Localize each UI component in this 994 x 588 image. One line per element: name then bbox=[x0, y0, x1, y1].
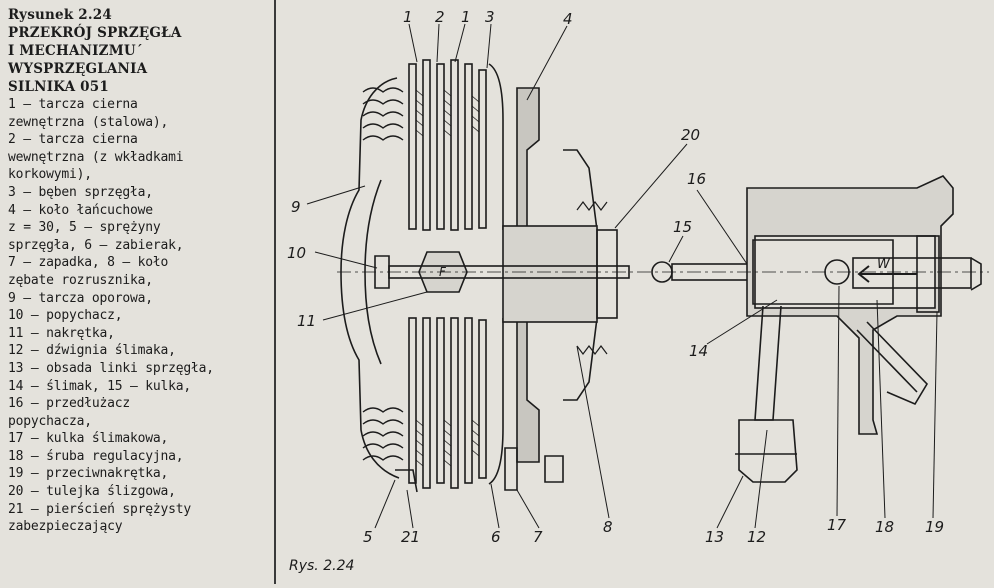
caption-title-line: I MECHANIZMU´ bbox=[8, 43, 143, 59]
figure-caption: Rysunek 2.24 PRZEKRÓJ SPRZĘGŁA I MECHANI… bbox=[8, 6, 270, 536]
legend-line: korkowymi), bbox=[8, 167, 92, 183]
pawl-bolt bbox=[544, 455, 564, 483]
upper-springs bbox=[362, 87, 404, 141]
callout-6: 6 bbox=[491, 528, 501, 546]
legend-line: 10 — popychacz, bbox=[8, 308, 123, 324]
legend-line: 9 — tarcza oporowa, bbox=[8, 290, 153, 306]
callout-1a: 1 bbox=[403, 8, 413, 26]
figure-label: Rys. 2.24 bbox=[289, 558, 354, 574]
callout-8: 8 bbox=[603, 518, 613, 536]
callout-4: 4 bbox=[563, 10, 573, 28]
legend-line: 1 — tarcza cierna bbox=[8, 97, 138, 112]
legend-line: zębate rozrusznika, bbox=[8, 272, 153, 288]
legend-line: wewnętrzna (z wkładkami bbox=[8, 149, 184, 165]
adjusting-screw bbox=[852, 257, 972, 289]
legend-line: 20 — tulejka ślizgowa, bbox=[8, 484, 176, 500]
legend-line: 12 — dźwignia ślimaka, bbox=[8, 343, 176, 359]
callout-2: 2 bbox=[435, 8, 445, 26]
legend-line: zewnętrzna (stalowa), bbox=[8, 114, 169, 130]
caption-title-line: PRZEKRÓJ SPRZĘGŁA bbox=[8, 25, 182, 41]
callout-16: 16 bbox=[687, 170, 706, 188]
callout-10: 10 bbox=[287, 244, 306, 262]
callout-1b: 1 bbox=[461, 8, 471, 26]
legend-line: 16 — przedłużacz bbox=[8, 396, 131, 412]
legend-line: 13 — obsada linki sprzęgła, bbox=[8, 360, 214, 376]
spring-ring bbox=[395, 469, 418, 493]
callout-21: 21 bbox=[401, 528, 420, 546]
caption-title-line: WYSPRZĘGLANIA bbox=[8, 61, 148, 77]
legend-line: z = 30, 5 — sprężyny bbox=[8, 220, 161, 236]
legend-line: 4 — koło łańcuchowe bbox=[8, 202, 153, 218]
sliding-bushing bbox=[596, 229, 618, 319]
friction-discs-bottom bbox=[408, 317, 487, 489]
force-arrow bbox=[857, 265, 917, 283]
leader-lines bbox=[306, 23, 938, 529]
column-divider bbox=[274, 0, 276, 584]
caption-title: Rysunek 2.24 PRZEKRÓJ SPRZĘGŁA I MECHANI… bbox=[8, 6, 270, 96]
callout-7: 7 bbox=[533, 528, 543, 546]
callout-17: 17 bbox=[827, 516, 847, 534]
chain-sprocket bbox=[516, 87, 540, 229]
legend-line: 7 — zapadka, 8 — koło bbox=[8, 255, 169, 271]
callout-14: 14 bbox=[689, 342, 708, 360]
caption-title-line: Rysunek 2.24 bbox=[8, 7, 112, 23]
callout-5: 5 bbox=[363, 528, 373, 546]
clutch-cross-section: 1 2 1 3 4 20 16 15 9 10 11 14 5 21 6 7 8… bbox=[287, 8, 989, 574]
legend-line: zabezpieczający bbox=[8, 519, 123, 535]
legend-line: popychacza, bbox=[8, 413, 92, 429]
legend-line: 18 — śruba regulacyjna, bbox=[8, 448, 184, 464]
caption-title-line: SILNIKA 051 bbox=[8, 79, 109, 95]
callout-18: 18 bbox=[875, 518, 894, 536]
callout-20: 20 bbox=[681, 126, 700, 144]
lower-springs bbox=[362, 407, 404, 461]
bushing-spring bbox=[576, 201, 608, 355]
callout-11: 11 bbox=[297, 312, 316, 330]
callout-19: 19 bbox=[925, 518, 944, 536]
legend-line: 2 — tarcza cierna bbox=[8, 132, 138, 148]
clutch-drum bbox=[488, 63, 504, 485]
caption-legend: 1 — tarcza cierna zewnętrzna (stalowa), … bbox=[8, 96, 270, 536]
screw-end bbox=[970, 257, 982, 291]
callout-9: 9 bbox=[291, 198, 301, 216]
legend-line: 21 — pierścień sprężysty bbox=[8, 501, 192, 517]
worm bbox=[752, 239, 894, 305]
cork-inserts-top bbox=[415, 89, 480, 137]
legend-line: 11 — nakrętka, bbox=[8, 325, 115, 341]
cork-inserts-bottom bbox=[415, 419, 480, 467]
starter-gear bbox=[563, 149, 598, 401]
housing-bolt bbox=[856, 321, 929, 406]
legend-line: 19 — przeciwnakrętka, bbox=[8, 466, 169, 482]
legend-line: sprzęgła, 6 — zabierak, bbox=[8, 237, 184, 253]
arrow-label-w: W bbox=[877, 257, 891, 272]
callout-12: 12 bbox=[747, 528, 766, 546]
legend-line: 17 — kulka ślimakowa, bbox=[8, 431, 169, 447]
friction-discs-top bbox=[408, 59, 487, 231]
callout-3: 3 bbox=[485, 8, 495, 26]
cable-holder bbox=[738, 419, 798, 483]
legend-line: 14 — ślimak, 15 — kulka, bbox=[8, 378, 192, 394]
callout-13: 13 bbox=[705, 528, 724, 546]
worm-lever bbox=[754, 305, 782, 421]
callout-15: 15 bbox=[673, 218, 692, 236]
legend-line: 3 — bęben sprzęgła, bbox=[8, 184, 153, 200]
pushrod-cap bbox=[374, 255, 390, 289]
technical-drawing: 1 2 1 3 4 20 16 15 9 10 11 14 5 21 6 7 8… bbox=[277, 0, 994, 584]
pawl bbox=[504, 447, 518, 491]
hub-body bbox=[502, 225, 598, 323]
chain-sprocket-lower bbox=[516, 319, 540, 463]
force-label-f: F bbox=[439, 265, 447, 279]
